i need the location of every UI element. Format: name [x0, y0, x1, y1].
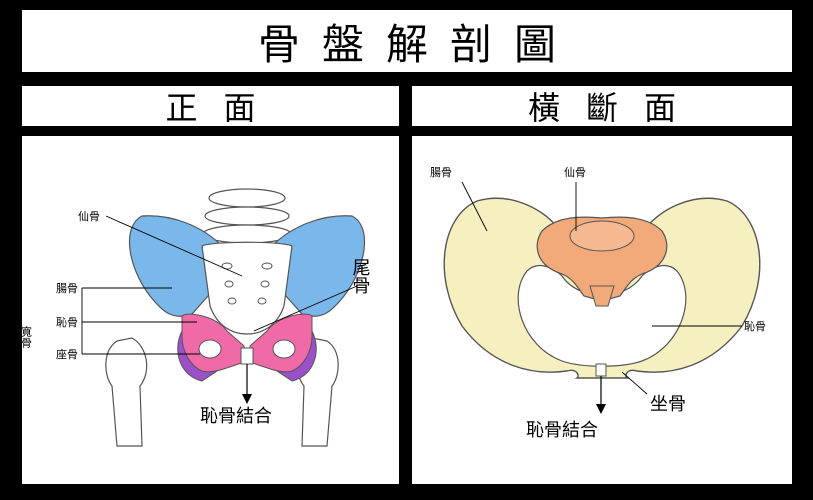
front-view-illustration: 仙骨 腸骨 恥骨 座骨 寬骨 尾骨 恥骨結合 — [22, 188, 371, 447]
left-obturator — [198, 339, 222, 359]
cross-section-panel: 腸骨 仙骨 恥骨 坐骨 恥骨結合 — [412, 136, 792, 484]
label-ilium: 腸骨 — [430, 166, 452, 179]
pubic-symphysis — [240, 347, 254, 365]
label-ischium: 座骨 — [56, 347, 78, 361]
front-view-panel: 仙骨 腸骨 恥骨 座骨 寬骨 尾骨 恥骨結合 — [22, 136, 399, 484]
pubic-symphysis — [595, 363, 607, 377]
label-pubis: 恥骨 — [744, 320, 766, 333]
leader-lines — [461, 181, 742, 395]
right-ilium — [271, 215, 366, 317]
title-bar: 骨盤解剖圖 — [22, 10, 792, 72]
label-symphysis: 恥骨結合 — [526, 420, 598, 441]
label-ischium: 坐骨 — [650, 394, 686, 415]
label-hip-bone: 寬骨 — [22, 325, 33, 348]
cross-section-header: 橫斷面 — [412, 86, 792, 127]
sacrum — [536, 216, 668, 302]
label-sacrum: 仙骨 — [564, 166, 586, 179]
sacral-foramina — [221, 262, 273, 305]
front-view-title: 正面 — [165, 89, 282, 127]
label-ilium: 腸骨 — [56, 282, 78, 295]
leader-lines — [81, 215, 358, 355]
sacral-body — [569, 220, 635, 252]
label-symphysis: 恥骨結合 — [200, 406, 272, 427]
symphysis-arrow-head — [242, 394, 252, 404]
left-ilium — [128, 215, 223, 317]
label-sacrum: 仙骨 — [78, 210, 100, 223]
symphysis-arrow-head — [596, 404, 606, 414]
left-femur — [105, 337, 148, 447]
page-title: 骨盤解剖圖 — [257, 19, 578, 69]
label-coccyx: 尾骨 — [350, 258, 371, 294]
front-view-header: 正面 — [22, 86, 399, 127]
right-obturator — [272, 339, 296, 359]
pelvic-inlet — [517, 264, 687, 367]
label-pubis: 恥骨 — [56, 316, 78, 329]
coccyx-tip — [589, 285, 615, 307]
lumbar-vertebrae — [202, 188, 292, 244]
cross-section-illustration: 腸骨 仙骨 恥骨 坐骨 恥骨結合 — [430, 166, 766, 441]
cross-section-title: 橫斷面 — [527, 89, 702, 127]
